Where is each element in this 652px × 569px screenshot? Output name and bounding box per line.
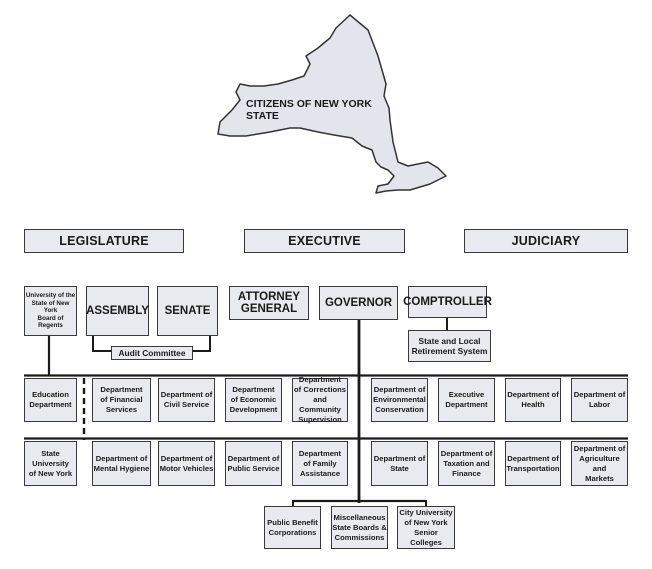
attorney-general-box: ATTORNEY GENERAL bbox=[229, 286, 309, 320]
dept-mental-hygiene: Department of Mental Hygiene bbox=[92, 441, 151, 486]
new-york-state-map bbox=[217, 14, 447, 194]
misc-state-boards-box: Miscellaneous State Boards & Commissions bbox=[331, 506, 388, 549]
dept-transportation: Department of Transportation bbox=[505, 441, 561, 486]
dept-state: Department of State bbox=[371, 441, 428, 486]
public-benefit-corporations-box: Public Benefit Corporations bbox=[264, 506, 321, 549]
executive-box: EXECUTIVE bbox=[244, 229, 405, 253]
education-department-box: Education Department bbox=[24, 378, 77, 422]
dept-agriculture-markets: Department of Agriculture and Markets bbox=[571, 441, 628, 486]
suny-box: State University of New York bbox=[24, 441, 77, 486]
senate-box: SENATE bbox=[157, 286, 218, 336]
state-label: CITIZENS OF NEW YORK STATE bbox=[246, 98, 372, 122]
dept-economic-development: Department of Economic Development bbox=[225, 378, 282, 422]
comptroller-box: COMPTROLLER bbox=[403, 286, 492, 318]
legislature-box: LEGISLATURE bbox=[24, 229, 184, 253]
executive-department-box: Executive Department bbox=[438, 378, 495, 422]
dept-labor: Department of Labor bbox=[571, 378, 628, 422]
judiciary-box: JUDICIARY bbox=[464, 229, 628, 253]
assembly-box: ASSEMBLY bbox=[86, 286, 149, 336]
retirement-system-box: State and Local Retirement System bbox=[408, 330, 491, 362]
dept-corrections: Department of Corrections and Community … bbox=[292, 375, 348, 424]
cuny-senior-colleges-box: City University of New York Senior Colle… bbox=[397, 506, 455, 549]
audit-committee-box: Audit Committee bbox=[111, 346, 193, 360]
dept-health: Department of Health bbox=[505, 378, 561, 422]
dept-environmental-conservation: Department of Environmental Conservation bbox=[371, 378, 428, 422]
dept-motor-vehicles: Department of Motor Vehicles bbox=[158, 441, 215, 486]
dept-public-service: Department of Public Service bbox=[225, 441, 282, 486]
governor-box: GOVERNOR bbox=[319, 286, 398, 320]
dept-taxation-finance: Department of Taxation and Finance bbox=[438, 441, 495, 486]
dept-family-assistance: Department of Family Assistance bbox=[292, 441, 348, 486]
dept-civil-service: Department of Civil Service bbox=[158, 378, 215, 422]
board-of-regents-box: University of the State of New York Boar… bbox=[24, 286, 77, 336]
dept-financial-services: Department of Financial Services bbox=[92, 378, 151, 422]
